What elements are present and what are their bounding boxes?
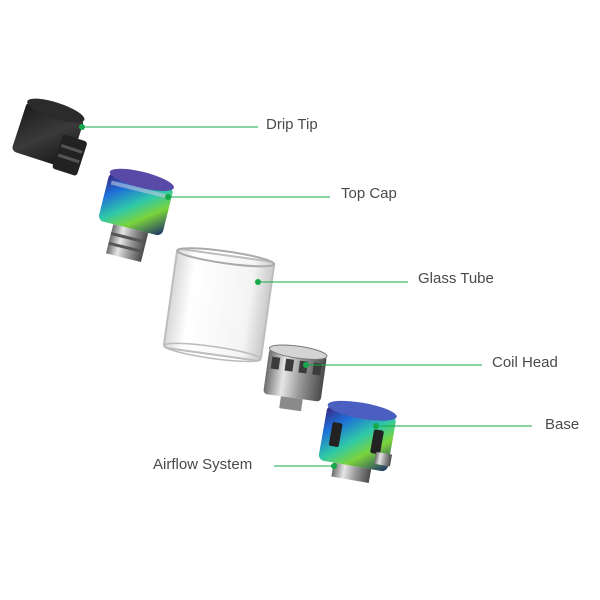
label-base: Base [545,416,580,433]
coil-head-illustration [263,344,328,412]
label-drip-tip: Drip Tip [266,116,318,133]
leader-dot-coil-head [303,362,309,368]
leader-dot-base [373,423,379,429]
leader-dot-glass-tube [255,279,261,285]
base-illustration [318,400,397,484]
leader-dot-airflow-system [331,463,337,469]
label-glass-tube: Glass Tube [418,270,494,287]
label-top-cap: Top Cap [341,185,397,202]
leader-lines [79,124,532,469]
drip-tip-illustration [12,98,87,176]
label-airflow-system: Airflow System [153,456,253,473]
glass-tube-illustration [163,247,276,363]
leader-dot-drip-tip [79,124,85,130]
top-cap-illustration [99,168,174,263]
leader-dot-top-cap [165,194,171,200]
label-coil-head: Coil Head [492,354,558,371]
